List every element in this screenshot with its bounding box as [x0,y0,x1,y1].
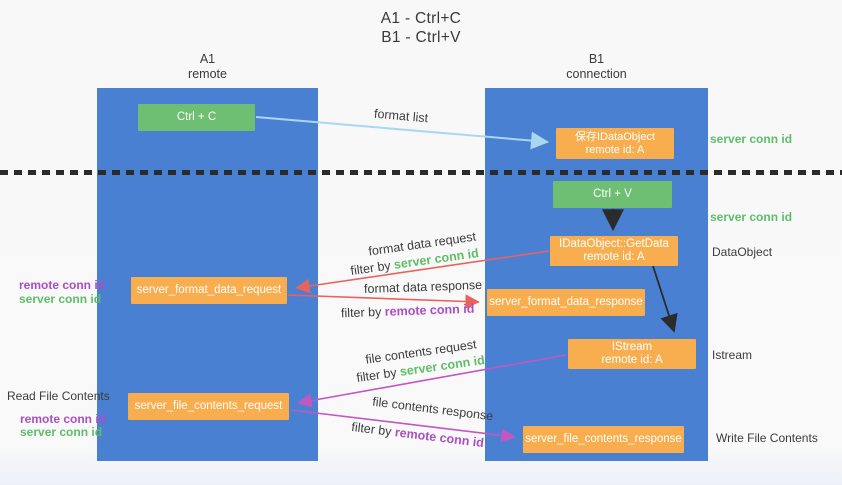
filter-remote-conn-id: remote conn id [384,301,475,319]
filter-by-text: filter by [340,304,382,321]
node-ctrl-c: Ctrl + C [138,104,255,131]
node-idataobject-getdata-line1: IDataObject::GetData [559,237,669,250]
node-save-idataobject: 保存IDataObject remote id: A [556,128,674,159]
diagram-title: A1 - Ctrl+C B1 - Ctrl+V [0,9,842,47]
label-remote-conn-id-left-1: remote conn id [19,278,106,292]
node-istream-line2: remote id: A [601,354,663,366]
node-server-format-data-response: server_format_data_response [487,289,645,316]
node-server-file-contents-response: server_file_contents_response [523,426,684,453]
node-server-file-contents-request: server_file_contents_request [128,393,289,420]
label-server-conn-id-left-2: server conn id [20,425,103,439]
edge-label-file-contents-response: file contents response [371,394,495,424]
node-server-file-contents-request-label: server_file_contents_request [134,399,283,412]
label-server-conn-id-left-1: server conn id [19,292,102,306]
label-dataobject: DataObject [712,245,773,259]
label-istream: Istream [712,348,753,362]
node-server-format-data-response-label: server_format_data_response [489,295,643,308]
column-a1-name: A1 [199,52,216,66]
diagram-title-line1: A1 - Ctrl+C [380,10,462,27]
column-a1-subtitle: remote [188,66,227,81]
edge-label-format-list: format list [373,106,429,126]
filter-remote-conn-id: remote conn id [394,425,485,451]
node-ctrl-c-label: Ctrl + C [176,110,217,123]
node-save-idataobject-line2: remote id: A [585,143,645,156]
node-idataobject-getdata-line2: remote id: A [583,251,645,263]
column-b1-subtitle: connection [566,66,627,81]
node-idataobject-getdata: IDataObject::GetData remote id: A [550,236,678,266]
node-ctrl-v: Ctrl + V [553,181,672,208]
diagram-title-line2: B1 - Ctrl+V [381,29,461,46]
filter-by-text: filter by [350,419,393,439]
edge-label-filter-remote-1: filter by remote conn id [341,302,475,321]
node-istream: IStream remote id: A [568,339,696,369]
edge-label-filter-remote-2: filter by remote conn id [351,420,485,450]
label-server-conn-id-right-1: server conn id [710,132,793,146]
label-write-file-contents: Write File Contents [716,431,818,445]
filter-by-text: filter by [355,365,398,385]
edge-label-format-data-response: format data response [363,277,483,297]
node-ctrl-v-label: Ctrl + V [593,187,632,200]
filter-by-text: filter by [349,258,392,278]
node-save-idataobject-line1: 保存IDataObject [574,130,656,143]
column-header-b1: B1 connection [485,52,708,81]
column-b1-name: B1 [588,52,605,66]
label-server-conn-id-right-2: server conn id [710,210,793,224]
label-remote-conn-id-left-2: remote conn id [20,412,107,426]
node-istream-line1: IStream [611,340,653,353]
node-server-format-data-request: server_format_data_request [131,277,287,304]
column-header-a1: A1 remote [97,52,318,81]
node-server-file-contents-response-label: server_file_contents_response [525,432,682,445]
node-server-format-data-request-label: server_format_data_request [136,283,282,296]
label-read-file-contents: Read File Contents [7,389,110,403]
